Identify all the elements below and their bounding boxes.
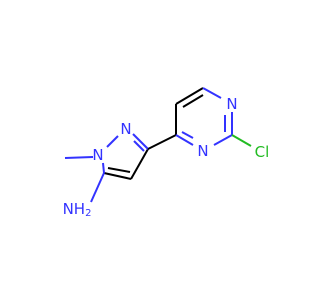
atom-label-chlorine: Cl <box>255 143 270 161</box>
bond-c3-c4prime <box>147 134 177 150</box>
bond-c2prime-n3prime <box>213 134 233 146</box>
bond-n2-c3 <box>132 133 149 150</box>
bond-n3prime-c4prime-inner <box>181 131 194 139</box>
bond-n3prime-c4prime <box>175 134 194 146</box>
atom-label-n-pyrazole-1: N <box>92 146 103 164</box>
atom-label-n-pyrimidine-1: N <box>226 95 237 113</box>
atom-label-amine: NH2 <box>63 200 92 219</box>
bond-n1-n2 <box>106 135 119 148</box>
bond-c6prime-n1prime <box>202 87 222 99</box>
atom-label-n-pyrazole-2: N <box>120 120 131 138</box>
bond-c5-n1 <box>102 162 105 174</box>
bond-n2-c3-inner <box>133 140 145 152</box>
bond-c5-amine <box>90 172 105 203</box>
bond-c3-c4 <box>130 148 149 180</box>
bond-c4-c5 <box>103 172 132 180</box>
amine-subscript: 2 <box>85 208 91 219</box>
bond-c2prime-cl <box>231 134 252 147</box>
bond-n1-methyl <box>64 156 94 159</box>
amine-text: NH <box>63 200 86 218</box>
bond-c5prime-c6prime-inner <box>182 94 204 108</box>
bond-c5prime-c6prime <box>175 87 204 105</box>
molecule-structure: N N N N Cl NH2 <box>63 87 270 219</box>
atom-label-n-pyrimidine-3: N <box>197 142 208 160</box>
bond-c4-c5-inner <box>107 167 131 173</box>
